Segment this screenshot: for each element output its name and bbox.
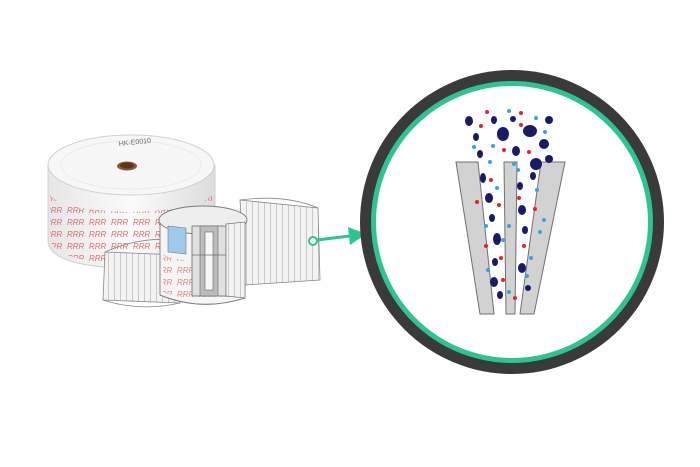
fiber-strip-center bbox=[503, 161, 518, 315]
fiber-strip-left bbox=[455, 161, 495, 315]
fiber-strips bbox=[455, 161, 566, 315]
callout-arrow bbox=[308, 227, 366, 246]
blue-particles bbox=[472, 109, 547, 294]
red-particles bbox=[475, 110, 537, 300]
filter-cartridge-cutaway bbox=[158, 197, 321, 305]
magnified-view bbox=[360, 70, 664, 374]
small-circle-marker bbox=[308, 236, 318, 246]
roll-label: HK-E0010 bbox=[118, 138, 151, 148]
arrow-right-icon bbox=[348, 227, 366, 245]
fiber-strip-right bbox=[519, 161, 566, 315]
large-particles bbox=[465, 116, 553, 299]
